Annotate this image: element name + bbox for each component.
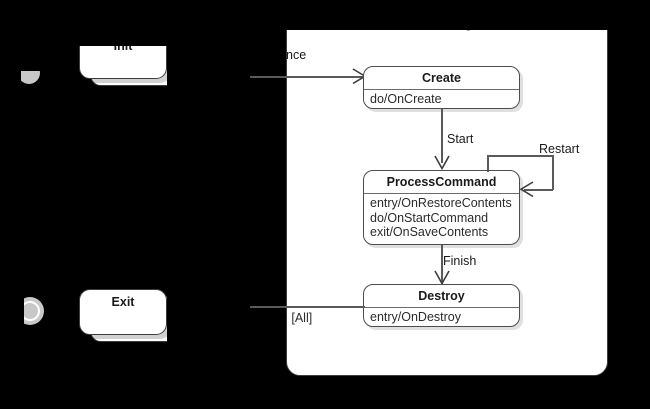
- state-processcommand-divider: [364, 193, 519, 194]
- occluder-left: [0, 0, 16, 409]
- state-processcommand-actions: entry/OnRestoreContents do/OnStartComman…: [370, 196, 512, 239]
- transition-restart-right: [552, 155, 554, 190]
- state-exit-label: Exit: [111, 295, 135, 309]
- transition-line-to-destroy: [245, 306, 365, 308]
- transition-line-finish: [441, 245, 443, 285]
- state-create-title: Create: [422, 71, 461, 85]
- state-destroy-title: Destroy: [418, 289, 465, 303]
- transition-label-to-create: nce: [286, 48, 307, 62]
- state-create-divider: [364, 89, 519, 90]
- occluder-initial-circle-clip: [16, 62, 21, 88]
- state-processcommand-title: ProcessCommand: [386, 175, 497, 189]
- occluder-bottom: [0, 380, 650, 409]
- transition-restart-top: [487, 155, 553, 157]
- state-processcommand[interactable]: ProcessCommand entry/OnRestoreContents d…: [363, 170, 520, 245]
- transition-restart-stub-up: [487, 155, 489, 172]
- state-create-actions: do/OnCreate: [370, 92, 442, 106]
- transition-line-start: [441, 109, 443, 163]
- occluder-final-circle-clip: [16, 297, 24, 327]
- occluder-initial-circle-top: [16, 62, 40, 71]
- occluder-above-init: [0, 30, 250, 46]
- occluder-top: [0, 0, 650, 30]
- transition-label-start: Start: [447, 132, 474, 146]
- transition-restart-bottom: [524, 189, 553, 191]
- occluder-left-mid: [16, 84, 79, 289]
- transition-line-to-create: [250, 76, 368, 78]
- state-destroy-divider: [364, 307, 519, 308]
- state-create[interactable]: Create do/OnCreate: [363, 66, 520, 109]
- transition-label-restart: Restart: [539, 142, 580, 156]
- state-destroy[interactable]: Destroy entry/OnDestroy: [363, 284, 520, 327]
- occluder-right: [616, 0, 650, 409]
- state-destroy-actions: entry/OnDestroy: [370, 310, 462, 324]
- arrowhead-start: [434, 155, 450, 172]
- transition-label-finish: Finish: [443, 254, 477, 268]
- occluder-pre-create-b: [250, 78, 286, 306]
- occluder-pre-create-a: [250, 30, 286, 76]
- occluder-between-cards: [79, 92, 250, 289]
- state-exit[interactable]: Exit: [79, 289, 167, 335]
- arrowhead-finish: [434, 270, 450, 287]
- arrowhead-restart: [518, 181, 535, 198]
